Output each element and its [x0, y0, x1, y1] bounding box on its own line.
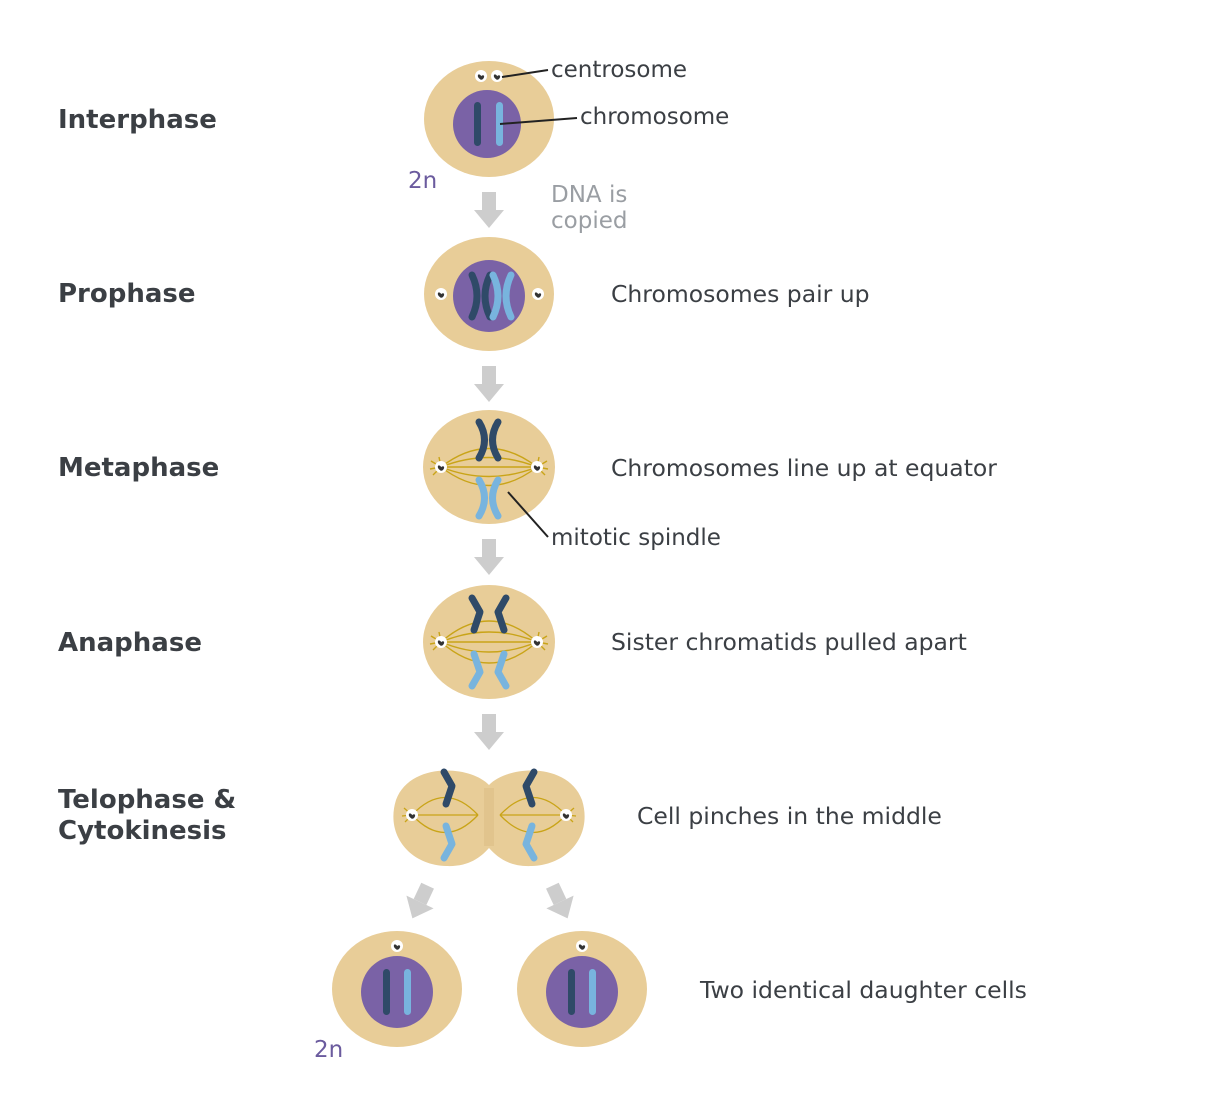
stage-description-telophase: Cell pinches in the middle	[637, 802, 942, 830]
centrosome-callout: centrosome	[551, 57, 687, 83]
anaphase-cell	[423, 585, 555, 699]
daughter-cell-left	[332, 931, 462, 1047]
arrow-down-icon	[474, 366, 504, 402]
daughter-cell-right	[517, 931, 647, 1047]
stage-description-metaphase: Chromosomes line up at equator	[611, 454, 997, 482]
prophase-cell	[424, 237, 554, 351]
stage-description-anaphase: Sister chromatids pulled apart	[611, 628, 967, 656]
chromosome-leader-line	[499, 117, 578, 125]
telophase-cell	[393, 768, 585, 867]
arrow-down-right-icon	[538, 879, 582, 925]
spindle-leader-line	[507, 491, 549, 538]
stage-description-prophase: Chromosomes pair up	[611, 280, 870, 308]
stage-label-interphase: Interphase	[58, 105, 217, 135]
stage-label-telophase: Telophase &	[58, 785, 236, 815]
dna-copied-note-line2: copied	[551, 208, 627, 234]
final-description: Two identical daughter cells	[699, 976, 1027, 1004]
stage-label-metaphase: Metaphase	[58, 453, 219, 483]
ploidy-label-daughter: 2n	[314, 1037, 343, 1063]
ploidy-label-interphase: 2n	[408, 168, 437, 194]
arrow-down-icon	[474, 714, 504, 750]
mitotic-spindle-callout: mitotic spindle	[551, 525, 721, 551]
arrow-down-icon	[474, 539, 504, 575]
interphase-cell	[424, 61, 554, 177]
stage-label-prophase: Prophase	[58, 279, 196, 309]
metaphase-cell	[423, 410, 555, 524]
arrow-down-left-icon	[398, 879, 442, 925]
centrosome-leader-line	[501, 69, 549, 78]
chromosome-callout: chromosome	[580, 104, 729, 130]
stage-label-cytokinesis: Cytokinesis	[58, 816, 227, 846]
dna-copied-note-line1: DNA is	[551, 182, 627, 208]
arrow-down-icon	[474, 192, 504, 228]
stage-label-anaphase: Anaphase	[58, 628, 202, 658]
